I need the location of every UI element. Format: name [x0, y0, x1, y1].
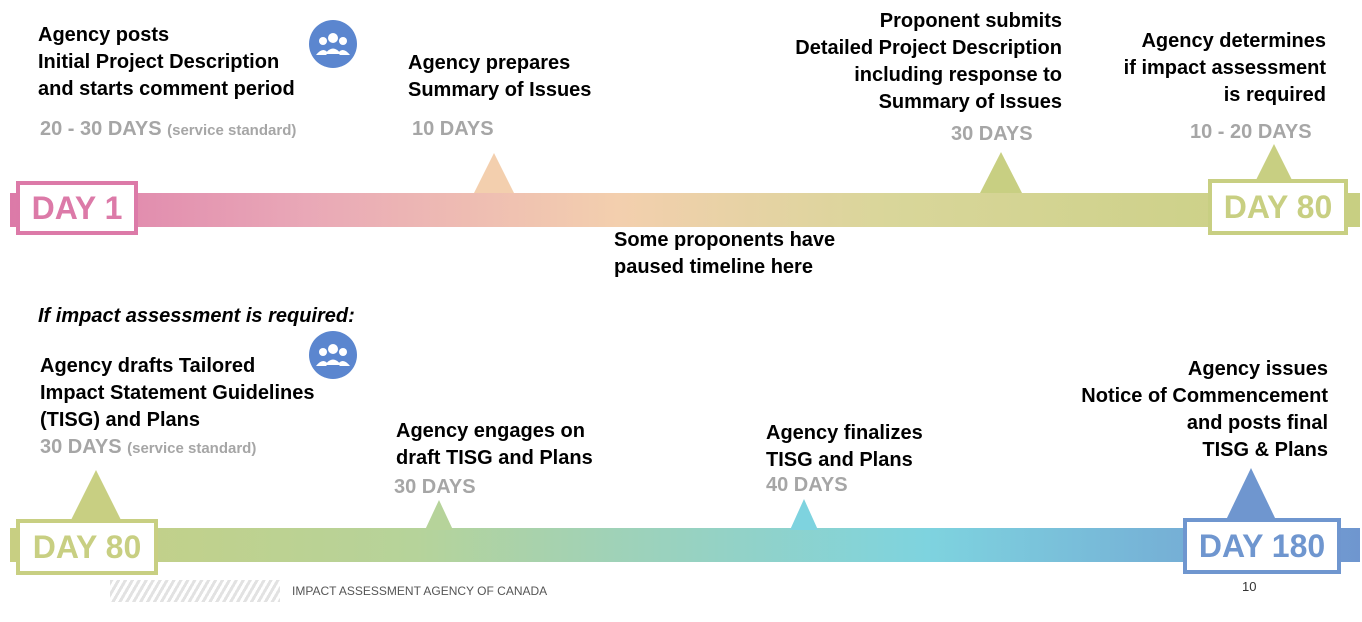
footer-organization: IMPACT ASSESSMENT AGENCY OF CANADA — [292, 584, 548, 598]
day-1-box: DAY 1 — [16, 181, 138, 235]
tisg-step-1-marker — [71, 470, 121, 520]
tisg-step-2-description: Agency engages on draft TISG and Plans — [396, 420, 593, 469]
tisg-step-3-description: Agency finalizes TISG and Plans — [766, 422, 923, 471]
day-80-box-top: DAY 80 — [1208, 179, 1348, 235]
tisg-step-1-duration: 30 DAYS (service standard) — [40, 436, 257, 458]
tisg-step-2-duration: 30 DAYS — [394, 476, 476, 498]
step-4-marker — [1254, 144, 1294, 184]
tisg-step-3-duration: 40 DAYS — [766, 474, 848, 496]
page-number: 10 — [1242, 579, 1257, 594]
step-2-marker — [474, 153, 514, 193]
tisg-step-4-description: Agency issues Notice of Commencement and… — [1081, 358, 1328, 461]
step-1-duration: 20 - 30 DAYS (service standard) — [40, 118, 297, 140]
pause-note: Some proponents have paused timeline her… — [614, 229, 836, 278]
step-4-duration: 10 - 20 DAYS — [1190, 121, 1312, 143]
tisg-step-1-description: Agency drafts Tailored Impact Statement … — [40, 355, 315, 431]
step-3-description: Proponent submits Detailed Project Descr… — [795, 10, 1062, 113]
timeline-bar-1 — [10, 193, 1360, 227]
day-180-box: DAY 180 — [1183, 518, 1341, 574]
people-group-icon — [309, 331, 357, 379]
step-3-marker — [980, 152, 1022, 193]
day-80-box-bottom: DAY 80 — [16, 519, 158, 575]
step-2-description: Agency prepares Summary of Issues — [408, 52, 592, 101]
step-2-duration: 10 DAYS — [412, 118, 494, 140]
timeline-bar-2 — [10, 528, 1360, 562]
condition-label: If impact assessment is required: — [38, 305, 355, 327]
tisg-step-4-marker — [1226, 468, 1276, 520]
step-4-description: Agency determines if impact assessment i… — [1123, 30, 1326, 106]
tisg-step-3-marker — [790, 499, 818, 530]
tisg-step-2-marker — [425, 500, 453, 530]
people-group-icon — [309, 20, 357, 68]
step-3-duration: 30 DAYS — [951, 123, 1033, 145]
step-1-description: Agency posts Initial Project Description… — [38, 24, 295, 100]
footer-hatch-decoration — [110, 580, 280, 602]
